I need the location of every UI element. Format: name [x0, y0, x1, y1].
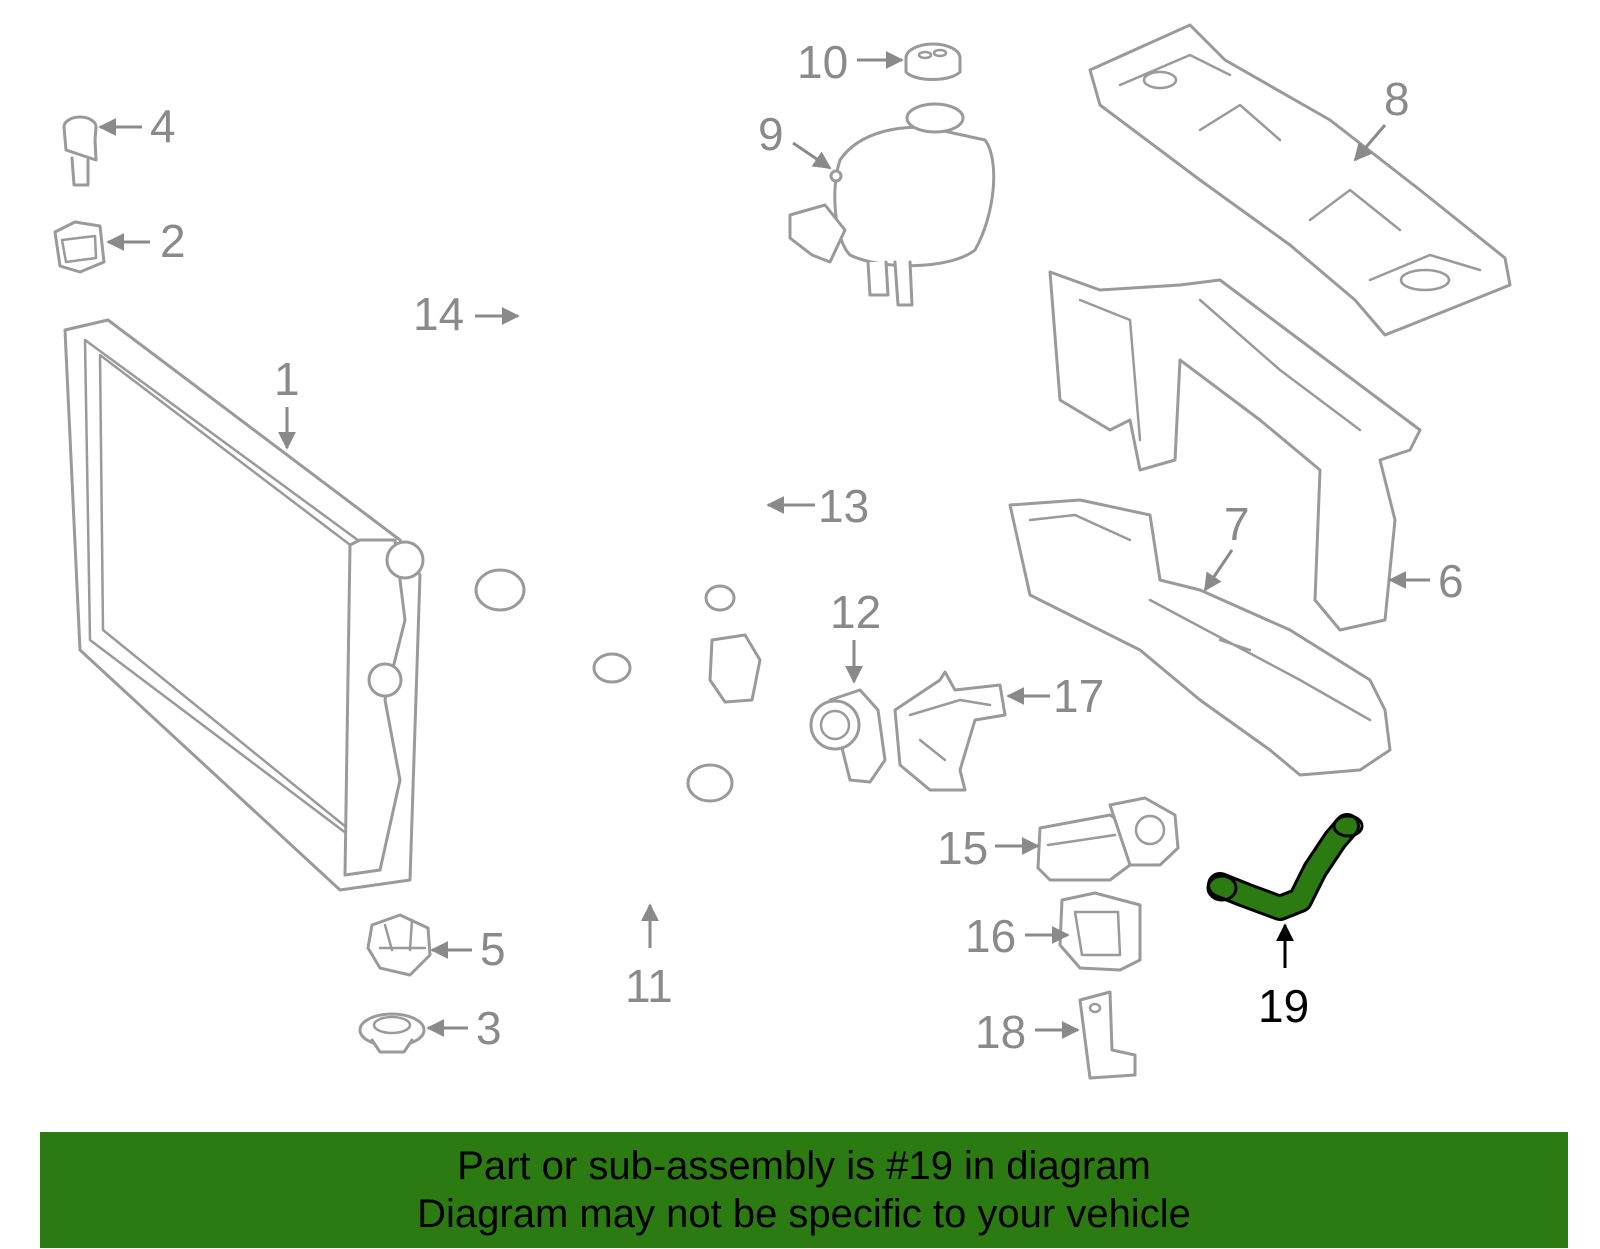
- callout-11: 11: [625, 903, 673, 1012]
- callout-15: 15: [937, 822, 1040, 874]
- svg-text:1: 1: [274, 353, 300, 405]
- svg-text:4: 4: [150, 100, 176, 152]
- svg-text:9: 9: [758, 108, 784, 160]
- callout-13: 13: [766, 480, 869, 532]
- part-6-air-guide: [1048, 270, 1422, 632]
- svg-text:7: 7: [1224, 498, 1250, 550]
- banner-line-2: Diagram may not be specific to your vehi…: [417, 1192, 1191, 1236]
- part-9-expansion-tank: [788, 102, 996, 307]
- part-1-radiator: [63, 318, 425, 892]
- part-14-hose: [435, 209, 745, 457]
- svg-text:10: 10: [797, 36, 848, 88]
- part-12-connector: [809, 688, 887, 784]
- part-11-hose: [474, 568, 734, 880]
- svg-text:19: 19: [1258, 980, 1309, 1032]
- callout-9: 9: [758, 108, 832, 170]
- svg-text:6: 6: [1438, 555, 1464, 607]
- svg-text:2: 2: [160, 215, 186, 267]
- callout-19-highlighted[interactable]: 19: [1258, 923, 1309, 1032]
- svg-text:8: 8: [1384, 73, 1410, 125]
- callout-4: 4: [98, 100, 176, 152]
- callout-1: 1: [274, 353, 300, 450]
- part-15-water-pump: [1036, 796, 1180, 882]
- svg-text:13: 13: [818, 480, 869, 532]
- callout-5: 5: [430, 923, 506, 975]
- svg-text:14: 14: [413, 288, 464, 340]
- banner-line-1: Part or sub-assembly is #19 in diagram: [457, 1144, 1151, 1188]
- callout-18: 18: [975, 1006, 1080, 1058]
- part-10-cap: [904, 42, 962, 81]
- part-19-hose-highlighted[interactable]: [1206, 813, 1364, 921]
- callout-6: 6: [1388, 555, 1464, 607]
- callout-14: 14: [413, 288, 520, 340]
- callout-12: 12: [830, 586, 881, 684]
- info-banner: Part or sub-assembly is #19 in diagram D…: [40, 1132, 1568, 1248]
- part-4-clip: [62, 115, 98, 187]
- callout-16: 16: [965, 910, 1070, 962]
- part-18-heat-shield: [1078, 990, 1137, 1080]
- svg-text:3: 3: [476, 1002, 502, 1054]
- svg-text:5: 5: [480, 923, 506, 975]
- callout-8: 8: [1353, 73, 1410, 162]
- svg-text:16: 16: [965, 910, 1016, 962]
- svg-text:12: 12: [830, 586, 881, 638]
- svg-text:17: 17: [1053, 670, 1104, 722]
- callout-7: 7: [1203, 498, 1250, 592]
- part-5-bracket: [366, 913, 432, 977]
- part-13-hose: [592, 346, 877, 704]
- part-17-bracket: [893, 670, 1007, 792]
- part-16-seal: [1058, 891, 1142, 972]
- part-8-upper-support: [1088, 23, 1512, 337]
- part-7-air-guide: [1008, 498, 1392, 777]
- svg-text:15: 15: [937, 822, 988, 874]
- callout-3: 3: [426, 1002, 502, 1054]
- svg-text:11: 11: [625, 960, 673, 1012]
- part-3-mount: [358, 1012, 426, 1054]
- part-2-grommet: [53, 220, 106, 274]
- callout-10: 10: [797, 36, 904, 88]
- callout-2: 2: [106, 215, 186, 267]
- svg-text:18: 18: [975, 1006, 1026, 1058]
- callout-17: 17: [1006, 670, 1104, 722]
- parts-diagram: 1 2 3 4 5 6 7 8 9 10 11 12: [53, 23, 1512, 1080]
